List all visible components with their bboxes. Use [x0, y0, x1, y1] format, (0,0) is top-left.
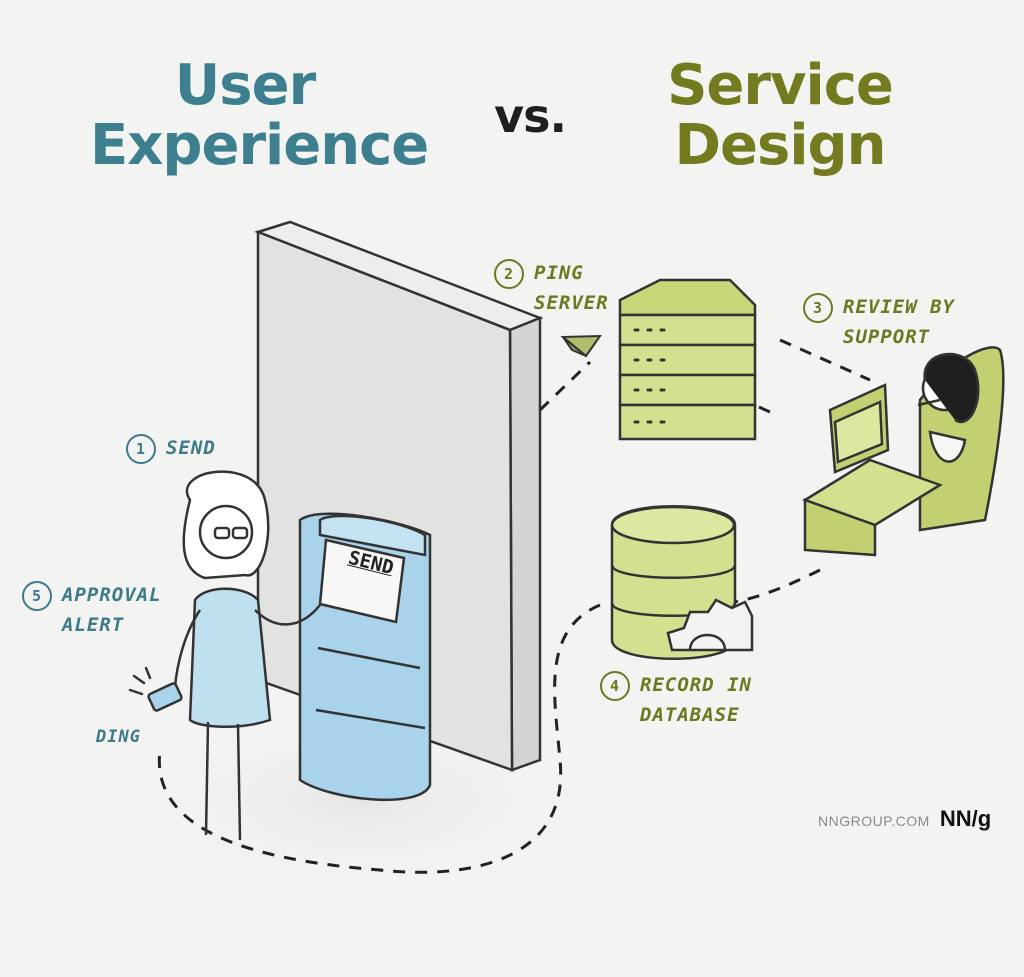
step-approval-alert: 5 APPROVAL ALERT [22, 580, 162, 640]
user-experience-title: User Experience [90, 53, 429, 178]
step-label: REVIEW BY [843, 296, 955, 318]
path-to-support [779, 338, 871, 382]
ding-marks [128, 666, 152, 696]
step-number-badge: 4 [600, 671, 630, 701]
gear-icon [666, 598, 754, 652]
sd-title-line-2: Design [674, 113, 887, 178]
server-icon [618, 278, 757, 441]
kiosk [298, 512, 432, 801]
step-label: RECORD IN [640, 674, 752, 696]
step-label-line-2: SUPPORT [843, 326, 931, 348]
step-send: 1 SEND [126, 433, 216, 464]
step-number-badge: 1 [126, 434, 156, 464]
paper-plane-icon [560, 334, 602, 358]
sd-title-line-1: Service [667, 53, 894, 118]
step-label-line-2: SERVER [534, 292, 609, 314]
step-number-badge: 3 [803, 293, 833, 323]
step-ping-server: 2 PING SERVER [494, 258, 609, 318]
vs-label: vs. [494, 89, 567, 143]
user-illustration [147, 470, 321, 841]
step-number-badge: 2 [494, 259, 524, 289]
support-agent-illustration [802, 346, 1005, 557]
brand-url: NNGROUP.COM [818, 813, 930, 829]
step-label-line-2: DATABASE [640, 704, 740, 726]
step-number-badge: 5 [22, 581, 52, 611]
brand-logo: NN/g [939, 806, 992, 831]
step-label: SEND [166, 437, 216, 459]
ux-title-line-1: User [174, 53, 316, 118]
brand-footer: NNGROUP.COM NN/g [818, 806, 991, 832]
step-record-in-database: 4 RECORD IN DATABASE [600, 670, 752, 730]
service-design-title: Service Design [655, 56, 905, 176]
step-review-by-support: 3 REVIEW BY SUPPORT [803, 292, 955, 352]
step-label: PING [534, 262, 584, 284]
step-label-line-2: ALERT [62, 614, 125, 636]
step-label: APPROVAL [62, 584, 162, 606]
phone-ding-label: DING [96, 727, 141, 747]
ux-title-line-2: Experience [90, 113, 429, 178]
